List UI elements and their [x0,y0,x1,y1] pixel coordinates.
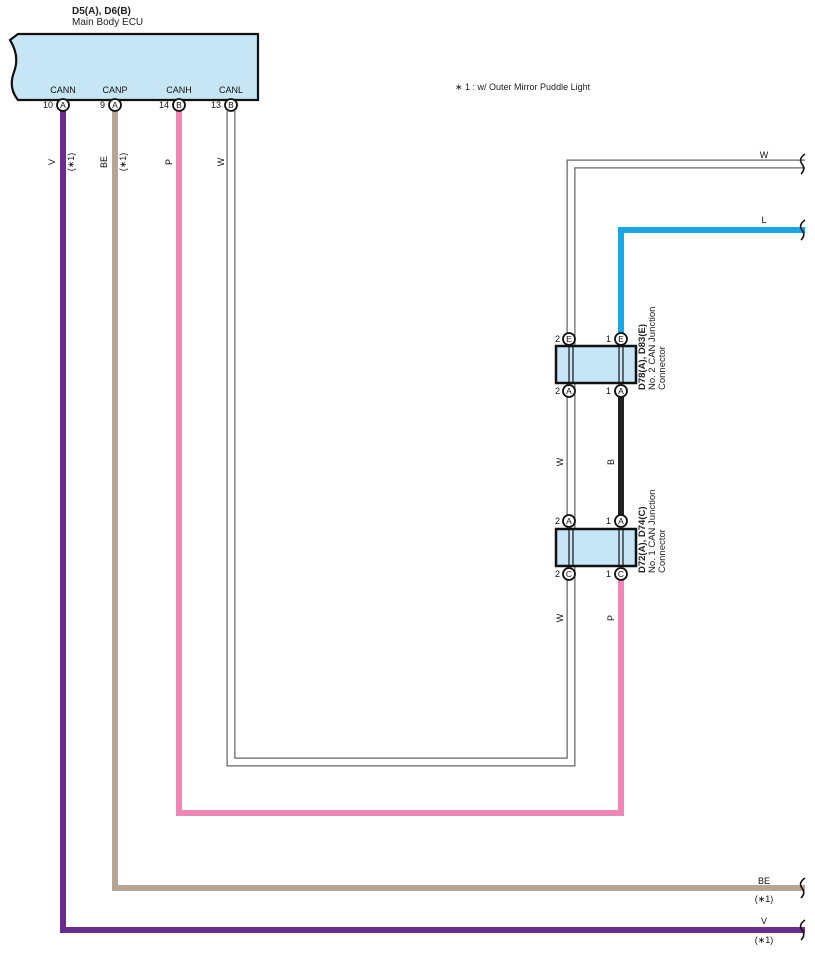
wire-v-end [799,919,806,941]
j1-top-left-connector: A [566,516,572,526]
j2-top-left-number: 2 [555,334,560,344]
wire-l-end [799,219,806,241]
pin-canl-label: CANL [219,85,243,95]
j2-bottom-left-connector: A [566,386,572,396]
ecu-terminal-canp: 9 A [100,98,122,112]
wire-v-note: (∗1) [66,153,76,172]
j1-bottom-right-number: 1 [606,569,611,579]
exit-l-label: L [761,215,766,225]
wire-p-label: P [164,159,174,165]
between-left-label: W [555,457,565,466]
j2-top-right-connector: E [618,334,624,344]
ecu-terminal-canh: 14 B [159,98,186,112]
between-right-label: B [606,459,616,465]
j2-top-left-connector: E [566,334,572,344]
j2-name-line2: Connector [657,346,668,390]
wire-be-note: (∗1) [118,153,128,172]
pin-canp-connector: A [112,100,118,110]
j1-code: D72(A), D74(C) [637,506,648,573]
j1-top-right-number: 1 [606,516,611,526]
j1-bottom-left-number: 2 [555,569,560,579]
below-right-label: P [606,615,616,621]
j1-top-left-number: 2 [555,516,560,526]
pin-cann-label: CANN [50,85,76,95]
j2-top-right-number: 1 [606,334,611,344]
footnote: ∗ 1 : w/ Outer Mirror Puddle Light [455,82,591,92]
pin-cann-connector: A [60,100,66,110]
wire-w-end [799,153,806,175]
wire-w-outline [226,111,805,767]
exit-w-label: W [760,150,769,160]
pin-cann-number: 10 [43,100,53,110]
exit-be-label: BE [758,876,770,886]
j1-name-line2: Connector [657,529,668,573]
wire-l [618,227,805,336]
j2-bottom-right-number: 1 [606,386,611,396]
pin-canl-connector: B [228,100,234,110]
below-left-label: W [555,613,565,622]
wire-v-label: V [47,159,57,165]
wire-w-label: W [216,157,226,166]
ecu-name: Main Body ECU [72,17,143,28]
wire-be-end [799,877,806,899]
pin-canh-label: CANH [166,85,192,95]
exit-be-note: (∗1) [755,894,774,904]
junction-connector-1: 2 A 1 A 2 C 1 C D72(A), D74(C) No. 1 CAN… [554,490,668,581]
j2-bottom-right-connector: A [618,386,624,396]
ecu-terminal-canl: 13 B [211,98,238,112]
j1-bottom-left-connector: C [566,569,572,579]
pin-canp-label: CANP [102,85,127,95]
wire-p [176,111,624,816]
j1-bottom-right-connector: C [618,569,624,579]
wire-v [60,111,805,933]
j2-bottom-left-number: 2 [555,386,560,396]
wire-w [227,111,805,766]
wire-be-label: BE [99,156,109,168]
pin-canh-connector: B [176,100,182,110]
j2-code: D78(A), D83(E) [637,324,648,390]
pin-canl-number: 13 [211,100,221,110]
j1-top-right-connector: A [618,516,624,526]
pin-canp-number: 9 [100,100,105,110]
main-body-ecu [8,32,260,102]
junction-connector-2: 2 E 1 E 2 A 1 A D78(A), D83(E) No. 2 CAN… [554,307,668,398]
pin-canh-number: 14 [159,100,169,110]
exit-v-label: V [761,916,767,926]
ecu-terminal-cann: 10 A [43,98,70,112]
j2-name-line1: No. 2 CAN Junction [647,307,658,390]
ecu-code: D5(A), D6(B) [72,6,131,17]
exit-v-note: (∗1) [755,935,774,945]
wire-be [112,111,805,891]
j1-name-line1: No. 1 CAN Junction [647,490,658,573]
